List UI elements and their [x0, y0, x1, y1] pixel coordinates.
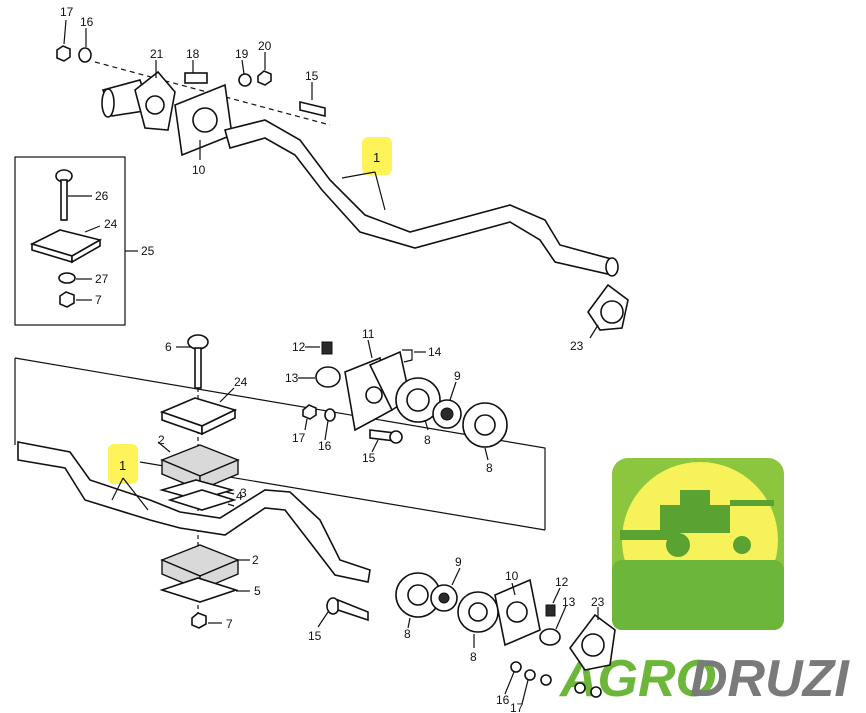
callout-8-mid-b: 8	[486, 461, 493, 475]
nut-icon	[56, 45, 71, 62]
bent-shaft-1	[224, 119, 616, 276]
callout-7-inset: 7	[95, 293, 102, 307]
callout-2-lower: 2	[252, 553, 259, 567]
callout-15-lower: 15	[308, 629, 322, 643]
callout-20: 20	[258, 39, 272, 53]
bottom-assembly: 12 11 14 13 9 17 16 15 8 8	[14, 327, 616, 713]
collar-13	[315, 366, 341, 388]
callout-23-top: 23	[570, 339, 584, 353]
callout-8-mid-a: 8	[424, 433, 431, 447]
callout-5: 5	[254, 584, 261, 598]
callout-6: 6	[165, 340, 172, 354]
callout-1-bottom: 1	[119, 458, 126, 473]
callout-14: 14	[428, 345, 442, 359]
combine-harvester-icon	[620, 490, 774, 557]
callout-15-mid: 15	[362, 451, 376, 465]
callout-9-mid: 9	[454, 369, 461, 383]
callout-10-top: 10	[192, 163, 206, 177]
callout-23-lower: 23	[591, 595, 605, 609]
callout-24-inset: 24	[104, 217, 118, 231]
callout-12-lower: 12	[555, 575, 569, 589]
logo-field	[612, 560, 784, 630]
inset-box: 26 24 25 27 7	[14, 156, 155, 326]
callout-11: 11	[362, 327, 375, 341]
callout-13-mid: 13	[285, 371, 299, 385]
logo-text-druzi: DRUZI	[690, 650, 850, 708]
washer-icon	[78, 47, 92, 63]
callout-18: 18	[186, 47, 200, 61]
callout-8-lower-b: 8	[470, 650, 477, 664]
callout-4: 4	[236, 489, 243, 503]
callout-24-bottom: 24	[234, 375, 248, 389]
bent-shaft-1-bottom	[17, 441, 371, 583]
callout-13-lower: 13	[562, 595, 576, 609]
callout-27: 27	[95, 272, 109, 286]
callout-21: 21	[150, 47, 164, 61]
callout-1-top: 1	[373, 150, 380, 165]
callout-12-mid: 12	[292, 340, 306, 354]
callout-2-upper: 2	[158, 433, 165, 447]
agrodruzi-logo: AGRO DRUZI	[558, 458, 850, 708]
callout-8-lower-a: 8	[404, 627, 411, 641]
callout-26: 26	[95, 189, 109, 203]
callout-7-bottom: 7	[226, 617, 233, 631]
callout-15-top: 15	[305, 69, 319, 83]
callout-25: 25	[141, 244, 155, 258]
callout-16-lower: 16	[496, 693, 510, 707]
top-assembly: 1 17 16 21 18 19 20 15 10 23	[56, 5, 629, 353]
callout-16-mid: 16	[318, 439, 332, 453]
highlight-callout-1-bottom	[108, 444, 138, 484]
callout-17-top: 17	[60, 5, 74, 19]
highlight-callout-1-top	[362, 137, 392, 175]
callout-3: 3	[240, 486, 247, 500]
callout-9-lower: 9	[455, 555, 462, 569]
callout-16-top: 16	[80, 15, 94, 29]
callout-10-lower: 10	[505, 569, 519, 583]
callout-19: 19	[235, 47, 249, 61]
callout-17-mid: 17	[292, 431, 306, 445]
callout-17-lower: 17	[510, 701, 524, 713]
